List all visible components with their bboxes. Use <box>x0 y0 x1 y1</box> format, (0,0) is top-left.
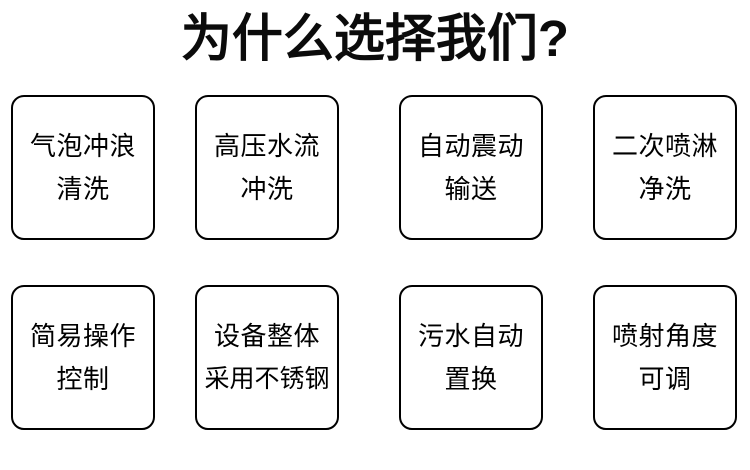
feature-box-2-label: 高压水流 冲洗 <box>197 125 337 211</box>
feature-box-3-line1: 自动震动 <box>417 130 524 161</box>
feature-box-3-label: 自动震动 输送 <box>401 125 541 211</box>
feature-box-7-line1: 污水自动 <box>417 320 524 351</box>
feature-row: 简易操作 控制 设备整体 采用不锈钢 污水自动 置换 喷射角度 <box>11 285 739 430</box>
feature-box-6[interactable]: 设备整体 采用不锈钢 <box>195 285 339 430</box>
feature-box-6-line2: 采用不锈钢 <box>204 364 330 393</box>
feature-box-8-label: 喷射角度 可调 <box>595 315 735 401</box>
feature-box-1-label: 气泡冲浪 清洗 <box>13 125 153 211</box>
feature-box-7[interactable]: 污水自动 置换 <box>399 285 543 430</box>
feature-box-3-line2: 输送 <box>444 173 498 204</box>
feature-box-1-line2: 清洗 <box>56 173 110 204</box>
feature-box-6-line1: 设备整体 <box>213 320 320 351</box>
feature-box-1-line1: 气泡冲浪 <box>29 130 136 161</box>
feature-box-4-label: 二次喷淋 净洗 <box>595 125 735 211</box>
feature-box-5-line1: 简易操作 <box>29 320 136 351</box>
feature-box-4[interactable]: 二次喷淋 净洗 <box>593 95 737 240</box>
feature-box-1[interactable]: 气泡冲浪 清洗 <box>11 95 155 240</box>
feature-row: 气泡冲浪 清洗 高压水流 冲洗 自动震动 输送 二次喷淋 净洗 <box>11 95 739 240</box>
feature-box-7-line2: 置换 <box>444 363 498 394</box>
feature-box-5[interactable]: 简易操作 控制 <box>11 285 155 430</box>
feature-box-2-line1: 高压水流 <box>213 130 320 161</box>
feature-box-3[interactable]: 自动震动 输送 <box>399 95 543 240</box>
feature-box-7-label: 污水自动 置换 <box>401 315 541 401</box>
feature-box-8-line1: 喷射角度 <box>611 320 718 351</box>
feature-box-2[interactable]: 高压水流 冲洗 <box>195 95 339 240</box>
feature-box-4-line1: 二次喷淋 <box>611 130 718 161</box>
feature-grid: 气泡冲浪 清洗 高压水流 冲洗 自动震动 输送 二次喷淋 净洗 <box>11 95 739 430</box>
feature-box-4-line2: 净洗 <box>638 173 692 204</box>
feature-box-6-label: 设备整体 采用不锈钢 <box>197 315 337 401</box>
feature-box-5-label: 简易操作 控制 <box>13 315 153 401</box>
feature-box-8-line2: 可调 <box>638 363 692 394</box>
feature-box-8[interactable]: 喷射角度 可调 <box>593 285 737 430</box>
feature-box-2-line2: 冲洗 <box>240 173 294 204</box>
feature-box-5-line2: 控制 <box>56 363 110 394</box>
page-title: 为什么选择我们? <box>180 10 570 67</box>
